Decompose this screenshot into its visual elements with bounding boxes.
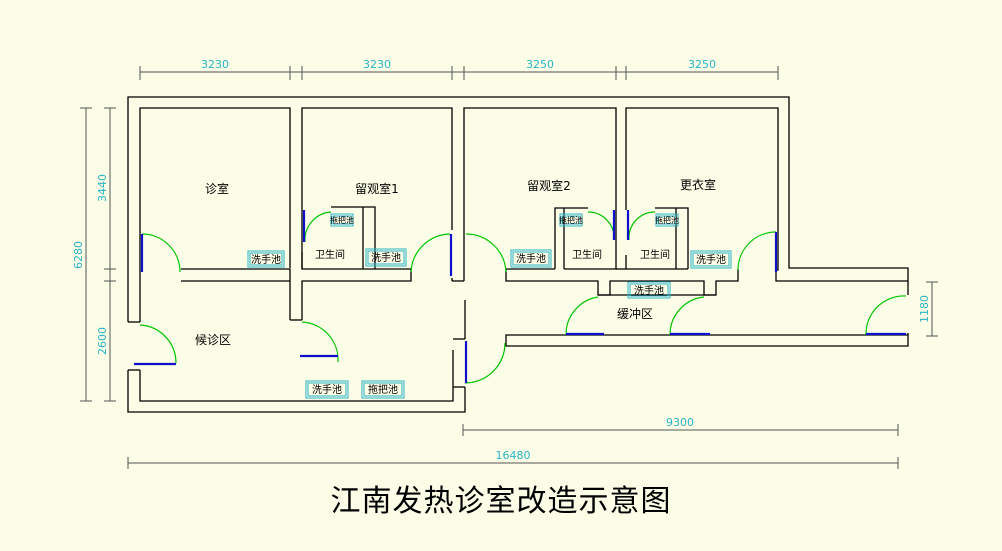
sink-consulting: 洗手池 [251, 253, 281, 266]
dim-bottom-partial: 9300 [666, 416, 694, 429]
dim-right: 1180 [918, 295, 931, 323]
room-consulting: 诊室 [205, 181, 229, 196]
dimension-lines [80, 66, 938, 469]
room-observation-2: 留观室2 [527, 178, 571, 193]
room-toilet-1: 卫生间 [315, 248, 345, 261]
dim-top-4: 3250 [688, 58, 716, 71]
room-toilet-2: 卫生间 [572, 248, 602, 261]
door-changing-toilet [628, 211, 656, 241]
door-obs2-toilet [587, 211, 615, 241]
sink-obs2: 洗手池 [516, 252, 546, 265]
dim-bottom-total: 16480 [496, 449, 531, 462]
dim-left-lower: 2600 [96, 327, 109, 355]
dim-top-3: 3250 [526, 58, 554, 71]
room-waiting: 候诊区 [195, 333, 231, 347]
dim-left-upper: 3440 [96, 174, 109, 202]
doors [139, 211, 907, 384]
dim-top-2: 3230 [363, 58, 391, 71]
plan-title: 江南发热诊室改造示意图 [330, 484, 672, 519]
mop-sink-waiting: 拖把池 [368, 383, 398, 396]
door-waiting-left [139, 324, 177, 364]
door-frames [134, 210, 906, 383]
door-buffer-left [565, 296, 599, 336]
sink-obs1: 洗手池 [371, 251, 401, 264]
mop-sink-obs2: 拖把池 [559, 215, 583, 225]
door-consulting [141, 233, 181, 273]
door-obs1-toilet [304, 211, 332, 243]
door-corridor-south [464, 342, 506, 384]
room-changing: 更衣室 [680, 177, 716, 192]
mop-sink-obs1: 拖把池 [330, 215, 354, 225]
door-obs2 [465, 233, 507, 273]
door-buffer-right [865, 295, 907, 336]
sink-waiting: 洗手池 [312, 383, 342, 396]
door-buffer-mid [669, 296, 705, 336]
sink-buffer: 洗手池 [634, 284, 664, 297]
room-toilet-3: 卫生间 [640, 248, 670, 261]
mop-sink-changing: 拖把池 [655, 215, 679, 225]
room-buffer: 缓冲区 [617, 306, 653, 321]
sink-changing: 洗手池 [696, 253, 726, 266]
room-observation-1: 留观室1 [355, 181, 399, 196]
door-obs1 [410, 233, 451, 273]
walls [127, 96, 909, 413]
dim-top-1: 3230 [201, 58, 229, 71]
dim-left-total: 6280 [72, 241, 85, 269]
door-changing [737, 231, 777, 271]
fixture-boxes [247, 213, 732, 399]
